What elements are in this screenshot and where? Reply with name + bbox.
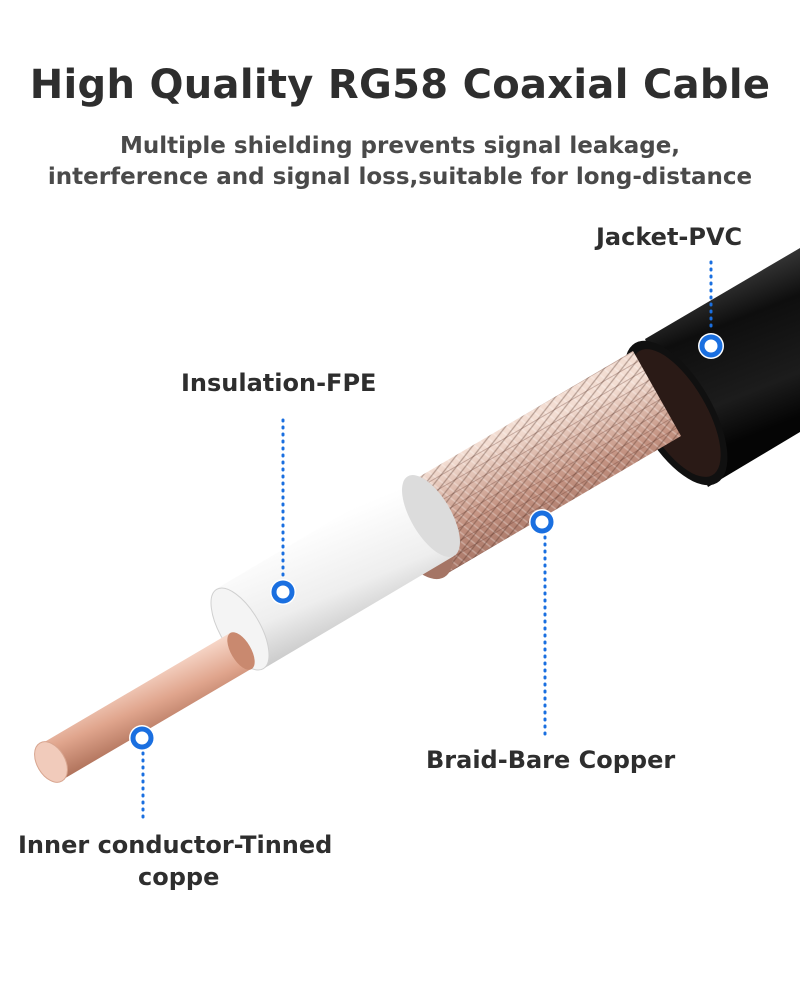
insulation-marker (270, 418, 296, 605)
braid-segment (385, 351, 681, 580)
label-inner-line-1: Inner conductor-Tinned (18, 831, 333, 859)
label-jacket: Jacket-PVC (596, 223, 743, 251)
inner-conductor-marker (129, 725, 155, 824)
subtitle-line-2: interference and signal loss,suitable fo… (47, 164, 753, 190)
jacket-segment (624, 248, 800, 487)
inner-conductor-segment (34, 632, 255, 783)
label-braid: Braid-Bare Copper (426, 746, 676, 774)
jacket-marker (698, 260, 724, 359)
subtitle-line-1: Multiple shielding prevents signal leaka… (119, 133, 681, 159)
label-inner-conductor: Inner conductor-Tinned coppe (18, 829, 332, 893)
label-inner-line-2: coppe (138, 863, 220, 891)
label-insulation: Insulation-FPE (181, 369, 377, 397)
insulation-segment (210, 475, 460, 671)
page-subtitle: Multiple shielding prevents signal leaka… (0, 131, 800, 193)
page-title: High Quality RG58 Coaxial Cable (29, 62, 771, 108)
braid-marker (529, 509, 555, 737)
